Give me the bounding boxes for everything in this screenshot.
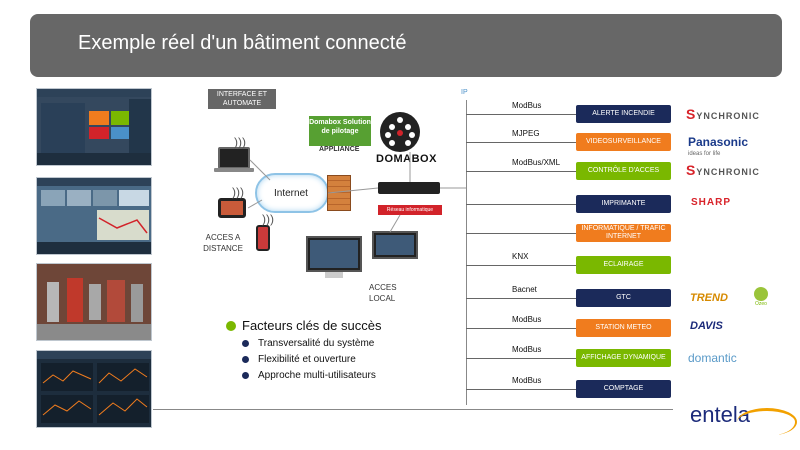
screenshot-thumbnail-3 — [36, 263, 152, 341]
acces-distance-label: ACCES A DISTANCE — [203, 233, 243, 253]
domabox-solution-box: Domabox Solution de pilotage — [309, 116, 371, 146]
success-factors-heading: Facteurs clés de succès — [242, 318, 382, 333]
system-box: AFFICHAGE DYNAMIQUE — [576, 349, 671, 367]
ozeo-logo: Ozeo — [754, 287, 768, 307]
bus-branch-line — [466, 142, 576, 143]
success-factor-item: Transversalité du système — [242, 338, 381, 349]
success-factor-item: Approche multi-utilisateurs — [242, 370, 381, 381]
system-box: GTC — [576, 289, 671, 307]
internet-label: Internet — [274, 188, 308, 199]
bus-branch-line — [466, 298, 576, 299]
system-box: ECLAIRAGE — [576, 256, 671, 274]
entela-wave-icon — [737, 408, 797, 436]
domabox-logo-text: DOMABOX — [376, 153, 437, 165]
synchronic-logo: SYNCHRONIC — [686, 162, 760, 178]
domabox-logo-icon — [380, 112, 420, 152]
davis-logo: DAVIS — [690, 320, 723, 332]
page-title: Exemple réel d'un bâtiment connecté — [78, 32, 407, 54]
system-box: IMPRIMANTE — [576, 195, 671, 213]
ip-label: IP — [461, 89, 468, 96]
system-box: CONTRÔLE D'ACCES — [576, 162, 671, 180]
wifi-icon: ))) — [232, 185, 244, 199]
screenshot-thumbnail-4 — [36, 350, 152, 428]
bus-branch-line — [466, 171, 576, 172]
monitor-icon — [372, 231, 418, 259]
thumb-footer — [37, 242, 151, 254]
protocol-label: KNX — [512, 252, 529, 261]
bullet-icon — [226, 320, 236, 331]
protocol-label: MJPEG — [512, 129, 540, 138]
success-factor-item: Flexibilité et ouverture — [242, 354, 381, 365]
protocol-label: ModBus/XML — [512, 158, 561, 167]
protocol-label: ModBus — [512, 315, 542, 324]
thumb-header — [37, 89, 151, 97]
domantic-logo: domantic — [688, 351, 737, 365]
protocol-label: ModBus — [512, 376, 542, 385]
monitor-stand-icon — [325, 272, 343, 278]
wifi-icon: ))) — [262, 212, 274, 226]
bus-branch-line — [466, 114, 576, 115]
screenshot-thumbnail-1 — [36, 88, 152, 166]
success-factor-text: Flexibilité et ouverture — [258, 354, 356, 365]
bus-branch-line — [466, 389, 576, 390]
success-factors-title: Facteurs clés de succès — [226, 318, 381, 333]
acces-local-label: ACCES LOCAL — [369, 283, 397, 303]
appliance-device-icon — [378, 182, 440, 194]
bus-branch-line — [466, 204, 576, 205]
reseau-label: Réseau informatique — [378, 205, 442, 215]
tablet-icon — [218, 198, 246, 218]
thumb-content — [41, 363, 149, 423]
system-box: INFORMATIQUE / TRAFIC INTERNET — [576, 224, 671, 242]
laptop-base-icon — [214, 168, 254, 172]
sharp-logo: SHARP — [691, 197, 732, 208]
interface-tag: INTERFACE ET AUTOMATE — [208, 89, 276, 109]
bus-branch-line — [466, 328, 576, 329]
trend-logo: TREND — [690, 292, 728, 304]
thumb-header — [37, 351, 151, 359]
success-factors: Facteurs clés de succès Transversalité d… — [226, 318, 381, 381]
bus-branch-line — [466, 358, 576, 359]
system-box: STATION METEO — [576, 319, 671, 337]
thumb-header — [37, 178, 151, 186]
success-factor-text: Approche multi-utilisateurs — [258, 370, 376, 381]
wifi-icon: ))) — [234, 135, 246, 149]
thumb-footer — [37, 153, 151, 165]
ip-bus-line — [466, 100, 467, 405]
thumb-content — [41, 99, 151, 155]
bus-branch-line — [466, 233, 576, 234]
appliance-label: APPLIANCE — [319, 146, 360, 153]
system-box: ALERTE INCENDIE — [576, 105, 671, 123]
bullet-icon — [242, 356, 249, 363]
system-box: COMPTAGE — [576, 380, 671, 398]
synchronic-logo: SYNCHRONIC — [686, 106, 760, 122]
title-bar: Exemple réel d'un bâtiment connecté — [30, 14, 782, 77]
firewall-icon — [327, 175, 351, 211]
success-factor-text: Transversalité du système — [258, 338, 375, 349]
thumb-content — [37, 264, 151, 340]
separator-line — [153, 409, 673, 410]
protocol-label: ModBus — [512, 345, 542, 354]
protocol-label: ModBus — [512, 101, 542, 110]
phone-icon — [256, 225, 270, 251]
bullet-icon — [242, 340, 249, 347]
bullet-icon — [242, 372, 249, 379]
thumb-content — [41, 190, 149, 240]
system-box: VIDEOSURVEILLANCE — [576, 133, 671, 151]
laptop-icon — [218, 147, 250, 169]
screenshot-thumbnail-2 — [36, 177, 152, 255]
bus-branch-line — [466, 265, 576, 266]
monitor-icon — [306, 236, 362, 272]
protocol-label: Bacnet — [512, 285, 537, 294]
